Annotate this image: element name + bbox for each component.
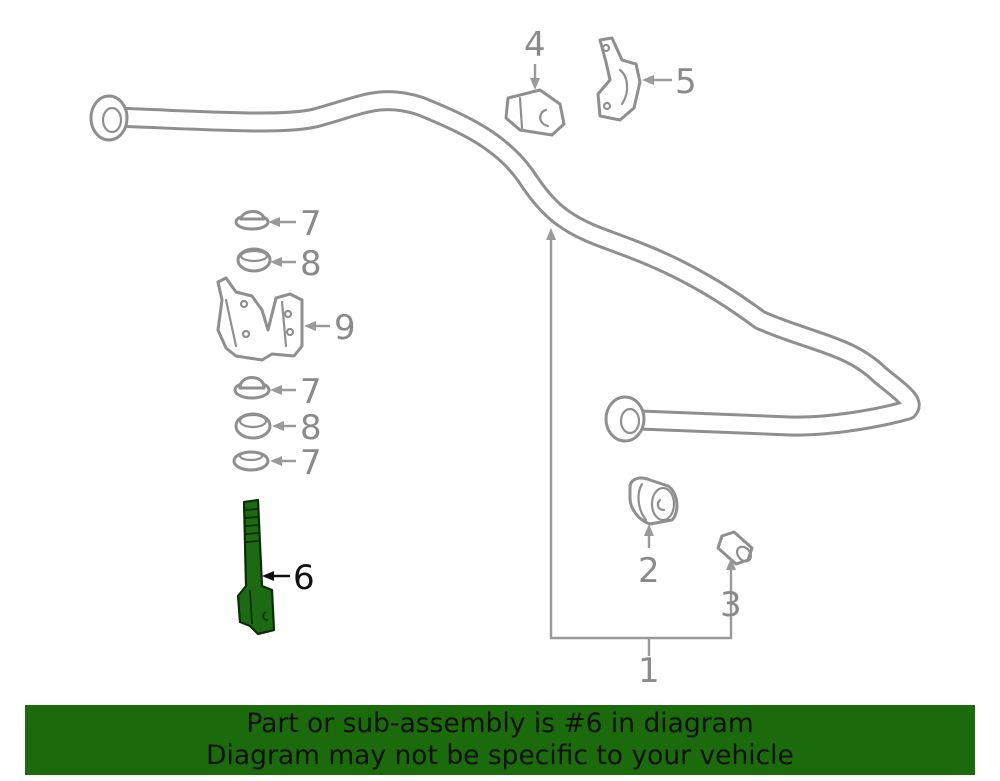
bushing-part-2 (628, 476, 679, 526)
callout-7-top: 7 (300, 204, 322, 244)
callout-7-middle: 7 (300, 372, 322, 412)
leader-lines (262, 64, 736, 656)
callout-2: 2 (638, 551, 660, 591)
bushing-part-3 (716, 530, 754, 566)
retainer-7-bottom (232, 450, 270, 472)
info-banner: Part or sub-assembly is #6 in diagram Di… (25, 705, 975, 775)
callout-3: 3 (720, 585, 742, 625)
retainer-7-middle (233, 376, 271, 400)
bracket-part-9 (216, 276, 304, 362)
retainer-7-top (234, 210, 270, 231)
callout-6: 6 (293, 558, 315, 598)
bushing-part-4 (504, 88, 566, 137)
callout-9: 9 (334, 308, 356, 348)
callout-4: 4 (524, 25, 546, 65)
callout-5: 5 (675, 62, 697, 102)
cushion-8-top (236, 247, 272, 273)
stabilizer-link-part-6[interactable] (236, 498, 276, 636)
stabilizer-bar (89, 90, 921, 443)
cushion-8-bottom (234, 412, 272, 440)
bracket-part-5 (596, 36, 642, 122)
callout-8-top: 8 (300, 244, 322, 284)
banner-line-2: Diagram may not be specific to your vehi… (206, 740, 794, 771)
callout-7-bottom: 7 (300, 443, 322, 483)
banner-line-1: Part or sub-assembly is #6 in diagram (246, 708, 754, 739)
callout-8-bottom: 8 (300, 408, 322, 448)
callout-1: 1 (638, 651, 660, 691)
